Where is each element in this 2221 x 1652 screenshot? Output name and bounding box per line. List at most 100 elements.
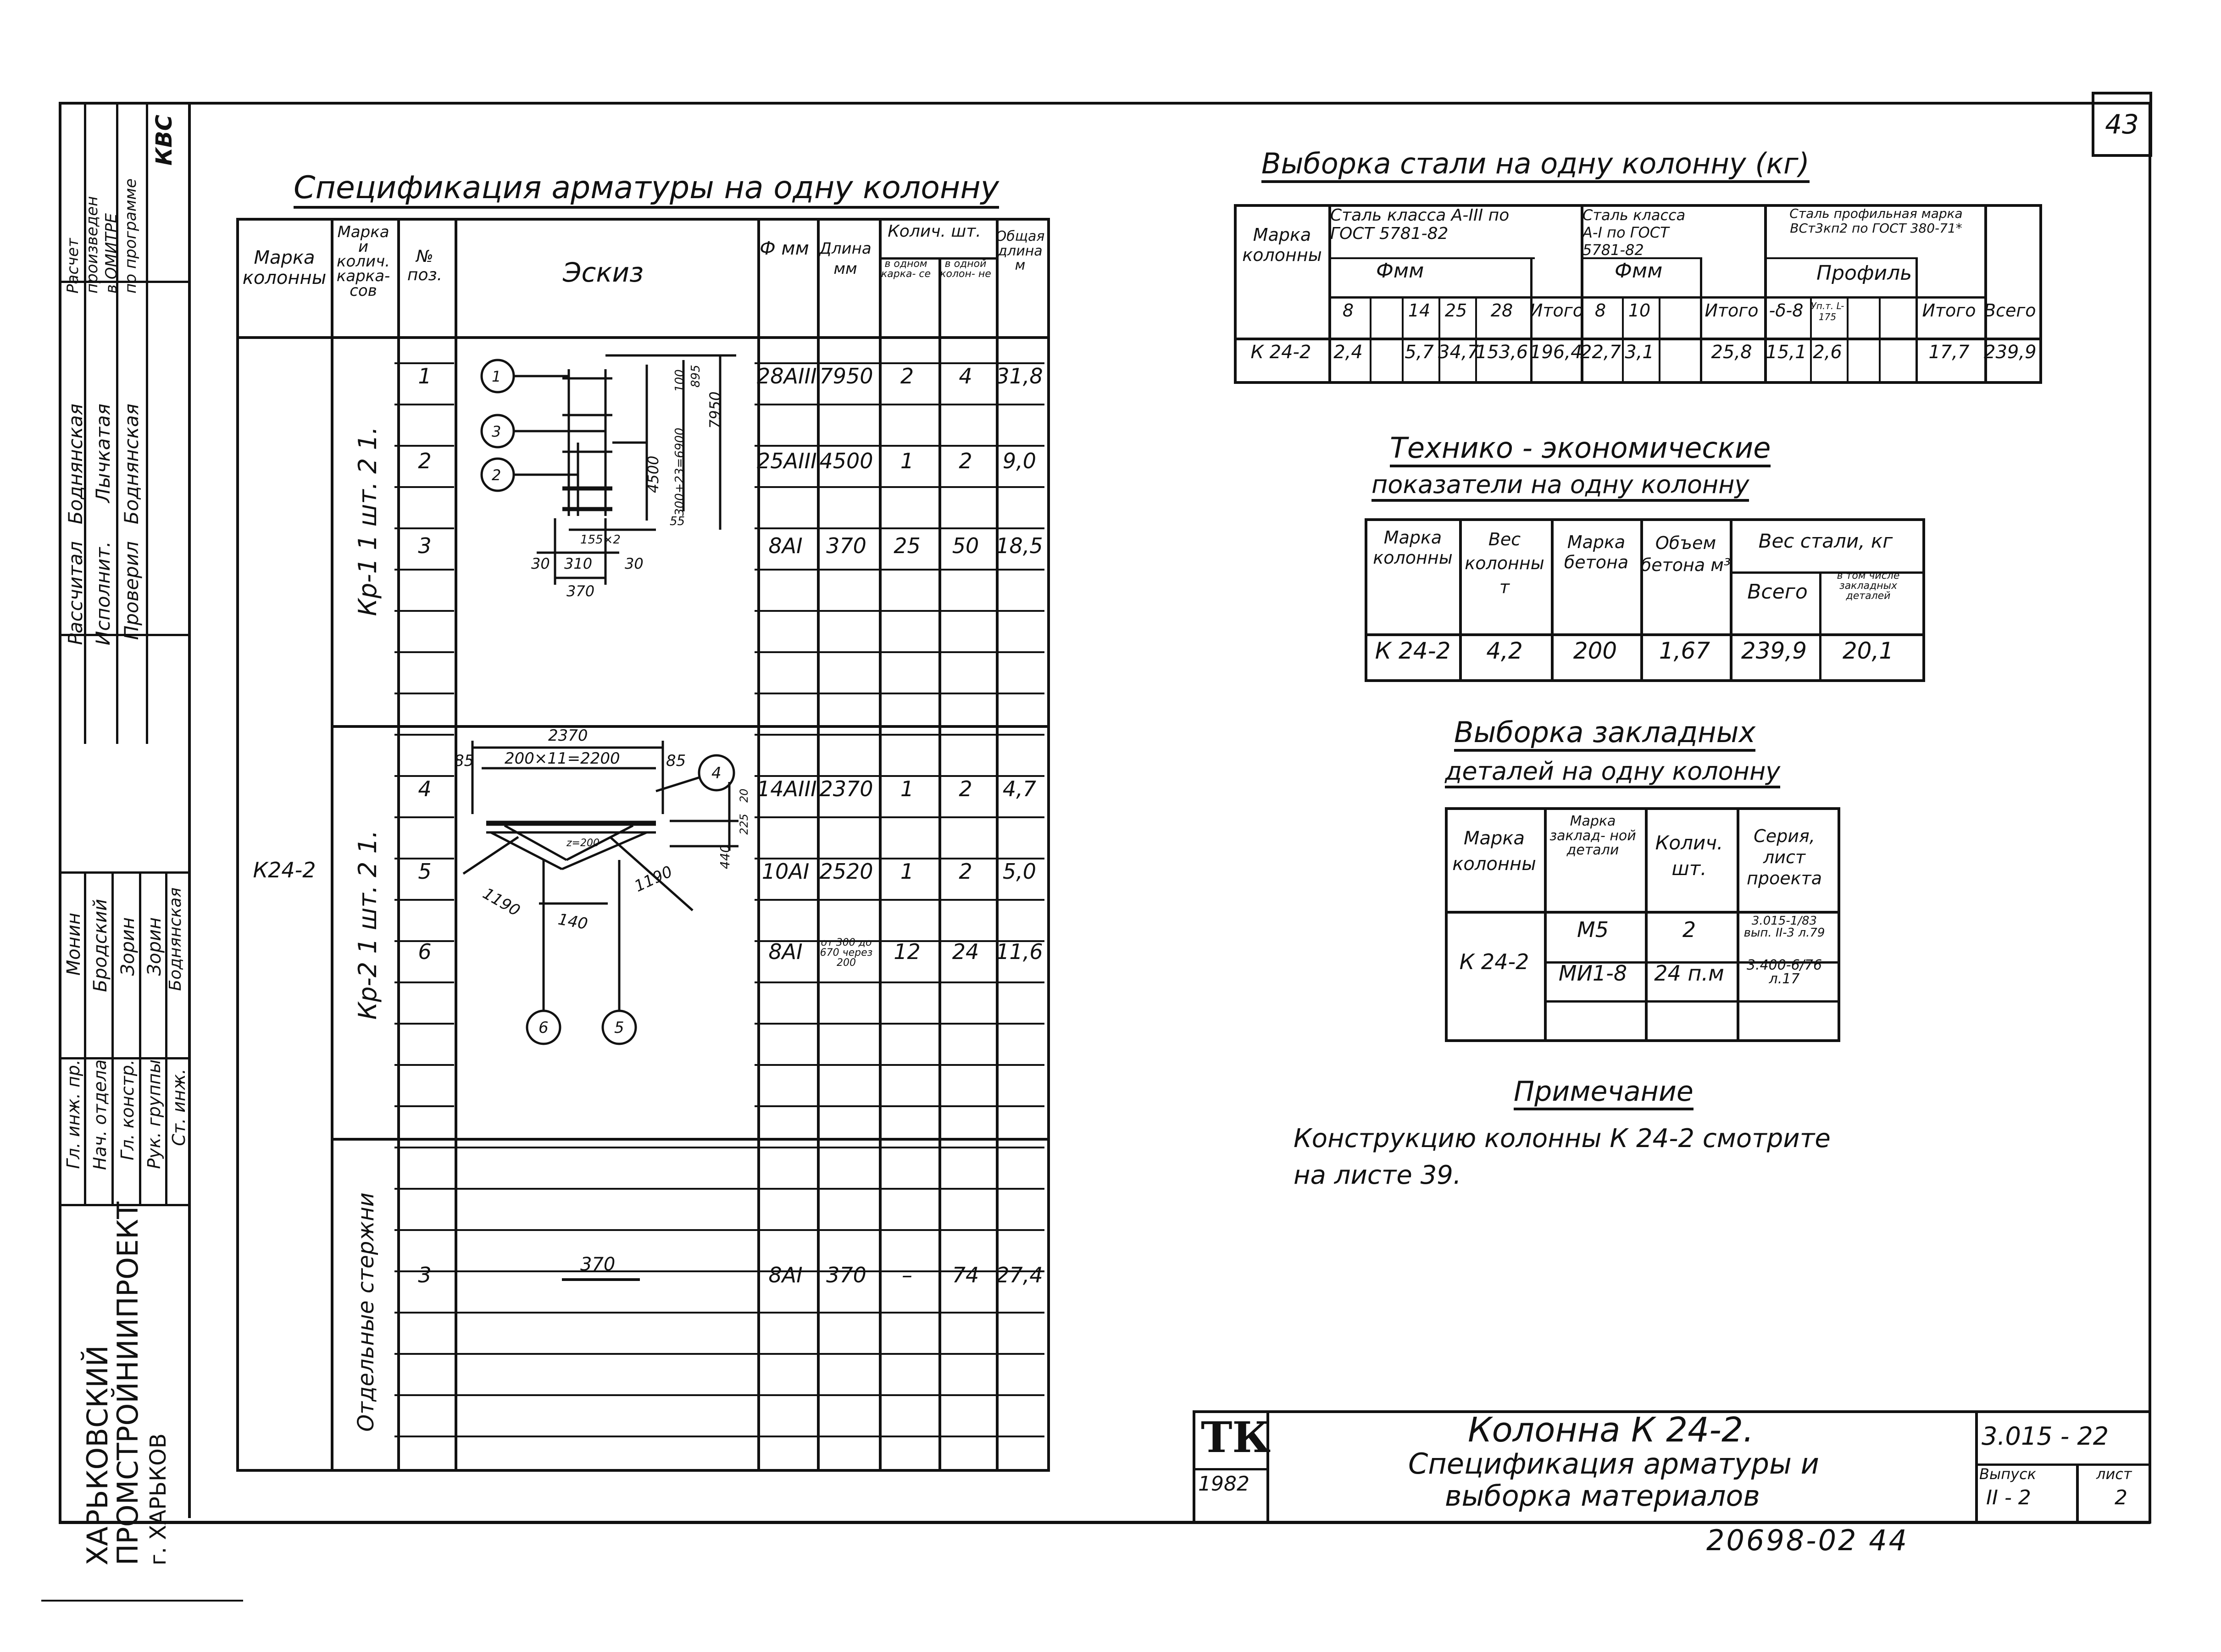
- embed-part-1: М5: [1577, 917, 1609, 942]
- spec-cell-dia: 8AI: [768, 533, 803, 558]
- sketch2-dim-1190a: 1190: [480, 884, 523, 920]
- spec-header-mark: Марка колонны: [242, 247, 327, 288]
- spec-row-line: [394, 445, 454, 447]
- spec-header-frame: Марка и колич. карка- сов: [336, 223, 390, 300]
- spec-cell-len: 2370: [819, 776, 873, 801]
- spec-row-line: [394, 569, 454, 571]
- spec-title: Спецификация арматуры на одну колонну: [294, 170, 999, 209]
- spec-cell-qc: 2: [959, 776, 972, 801]
- spec-cell-qf: 1: [900, 859, 914, 884]
- sketch2-dim-2370: 2370: [548, 726, 588, 745]
- spec-row-line: [394, 362, 454, 364]
- role-calculated: Рассчитал: [64, 541, 87, 645]
- spec-row-line: [755, 569, 1044, 571]
- page-number: 43: [2092, 92, 2152, 157]
- name-checked: Боднянская: [120, 404, 143, 525]
- spec-row-line: [755, 816, 1044, 818]
- spec-row-line: [755, 445, 1044, 447]
- note-line-2: на листе 39.: [1294, 1160, 1461, 1190]
- spec-row-line: [755, 486, 1044, 488]
- group-label-kr1: Кр-1 1 шт. 2 1.: [353, 427, 382, 616]
- sketch1-dim-4500: 4500: [644, 456, 662, 493]
- stamp-title-3: выборка материалов: [1445, 1479, 1760, 1513]
- embed-title-2: деталей на одну колонну: [1445, 757, 1781, 788]
- steel-h-dia-a1: Фмм: [1615, 259, 1663, 283]
- steel-h-a3: Сталь класса А-III по ГОСТ 5781-82: [1330, 206, 1510, 243]
- spec-cell-len: 2520: [819, 859, 873, 884]
- spec-row-line: [755, 940, 1044, 942]
- embed-h-series: Серия, лист проекта: [1747, 826, 1822, 888]
- spec-row-line: [394, 693, 454, 694]
- spec-row-line: [394, 1229, 454, 1231]
- steel-cell: К 24-2: [1250, 342, 1311, 363]
- sketch1-dim-55: 55: [670, 515, 685, 528]
- tech-cell: 4,2: [1486, 638, 1523, 664]
- steel-subheader: 10: [1628, 300, 1651, 321]
- steel-h-mark: Марка колонны: [1242, 225, 1322, 265]
- spec-cell-dia: 10AI: [761, 859, 810, 884]
- role-checked: Проверил: [120, 541, 143, 640]
- steel-subheader: Итого: [1705, 300, 1759, 321]
- spec-cell-qf: –: [902, 1263, 912, 1287]
- spec-row-line: [755, 362, 1044, 364]
- calc-note: Расчет произведен в ОМИТРЕ по программе: [64, 178, 140, 294]
- org-name: ХАРЬКОВСКИЙ ПРОМСТРОЙНИИПРОЕКТ г. ХАРЬКО…: [81, 1202, 171, 1566]
- steel-cell: 3,1: [1625, 342, 1654, 363]
- role-dept-head: Нач. отдела: [90, 1059, 110, 1170]
- tech-cell: 239,9: [1741, 638, 1807, 664]
- footer-rule: [41, 1600, 243, 1602]
- spec-header-qty-col: в одной колон- не: [940, 258, 991, 280]
- embed-mark: К 24-2: [1459, 949, 1529, 974]
- tech-cell: К 24-2: [1375, 638, 1451, 664]
- spec-row-line: [394, 1064, 454, 1066]
- sketch2-dim-spacing: 200×11=2200: [505, 749, 620, 768]
- spec-row-line: [755, 981, 1044, 983]
- spec-header-sketch: Эскиз: [563, 257, 644, 288]
- steel-subheader: 14: [1408, 300, 1431, 321]
- spec-row-line: [394, 858, 454, 859]
- spec-cell-tot: 11,6: [996, 939, 1043, 964]
- sketch2-dim-1190b: 1190: [632, 862, 675, 896]
- sketch2-dim-z: z=200: [566, 837, 600, 849]
- spec-row-line: [394, 1270, 454, 1272]
- spec-cell-qc: 2: [959, 449, 972, 473]
- sketch2-dim-20: 20: [738, 788, 750, 803]
- sketch1-callout-2: 2: [492, 466, 501, 484]
- sketch2-dim-140: 140: [556, 910, 589, 933]
- sketch1-dim-895: 895: [689, 365, 703, 388]
- tech-cell: 20,1: [1842, 638, 1894, 664]
- spec-row-line: [755, 693, 1044, 694]
- steel-subheader: 25: [1444, 300, 1467, 321]
- spec-row-line: [394, 1436, 1044, 1437]
- sketch-bar-separate: 370: [562, 1254, 640, 1281]
- steel-subheader: Итого: [1922, 300, 1976, 321]
- tech-h-weight: Вес колонны т: [1465, 529, 1544, 597]
- spec-cell-qf: 2: [900, 364, 914, 388]
- spec-row-line: [394, 1270, 1044, 1272]
- steel-h-prof: Сталь профильная марка ВСт3кп2 по ГОСТ 3…: [1789, 206, 1963, 236]
- spec-cell-len: 370: [826, 1263, 866, 1287]
- steel-h-a1: Сталь класса А-I по ГОСТ 5781-82: [1582, 206, 1686, 259]
- spec-cell-qc: 50: [952, 533, 979, 558]
- roles-block: [59, 871, 188, 1206]
- steel-cell: 2,4: [1333, 342, 1363, 363]
- spec-row-line: [394, 899, 454, 901]
- spec-row-line: [394, 734, 454, 736]
- group-label-kr2: Кр-2 1 шт. 2 1.: [353, 830, 382, 1020]
- tech-table: [1365, 518, 1925, 682]
- spec-cell-pos: 5: [418, 859, 432, 884]
- spec-row-line: [394, 1147, 1044, 1148]
- spec-cell-dia: 14AIII: [757, 776, 817, 801]
- sketch1-callout-1: 1: [492, 368, 501, 385]
- calc-program: КВС: [151, 115, 177, 166]
- spec-row-line: [755, 734, 1044, 736]
- spec-row-line: [755, 775, 1044, 777]
- steel-subheader: -δ-8: [1769, 300, 1804, 321]
- steel-subheader: Итого: [1530, 300, 1584, 321]
- name-chief-engineer: Монин: [63, 913, 84, 976]
- spec-cell-tot: 31,8: [996, 364, 1043, 388]
- tech-title-1: Технико - экономические: [1390, 431, 1771, 467]
- spec-cell-pos: 2: [418, 449, 432, 473]
- spec-column-mark: К24-2: [253, 858, 316, 882]
- steel-title: Выборка стали на одну колонну (кг): [1261, 147, 1810, 183]
